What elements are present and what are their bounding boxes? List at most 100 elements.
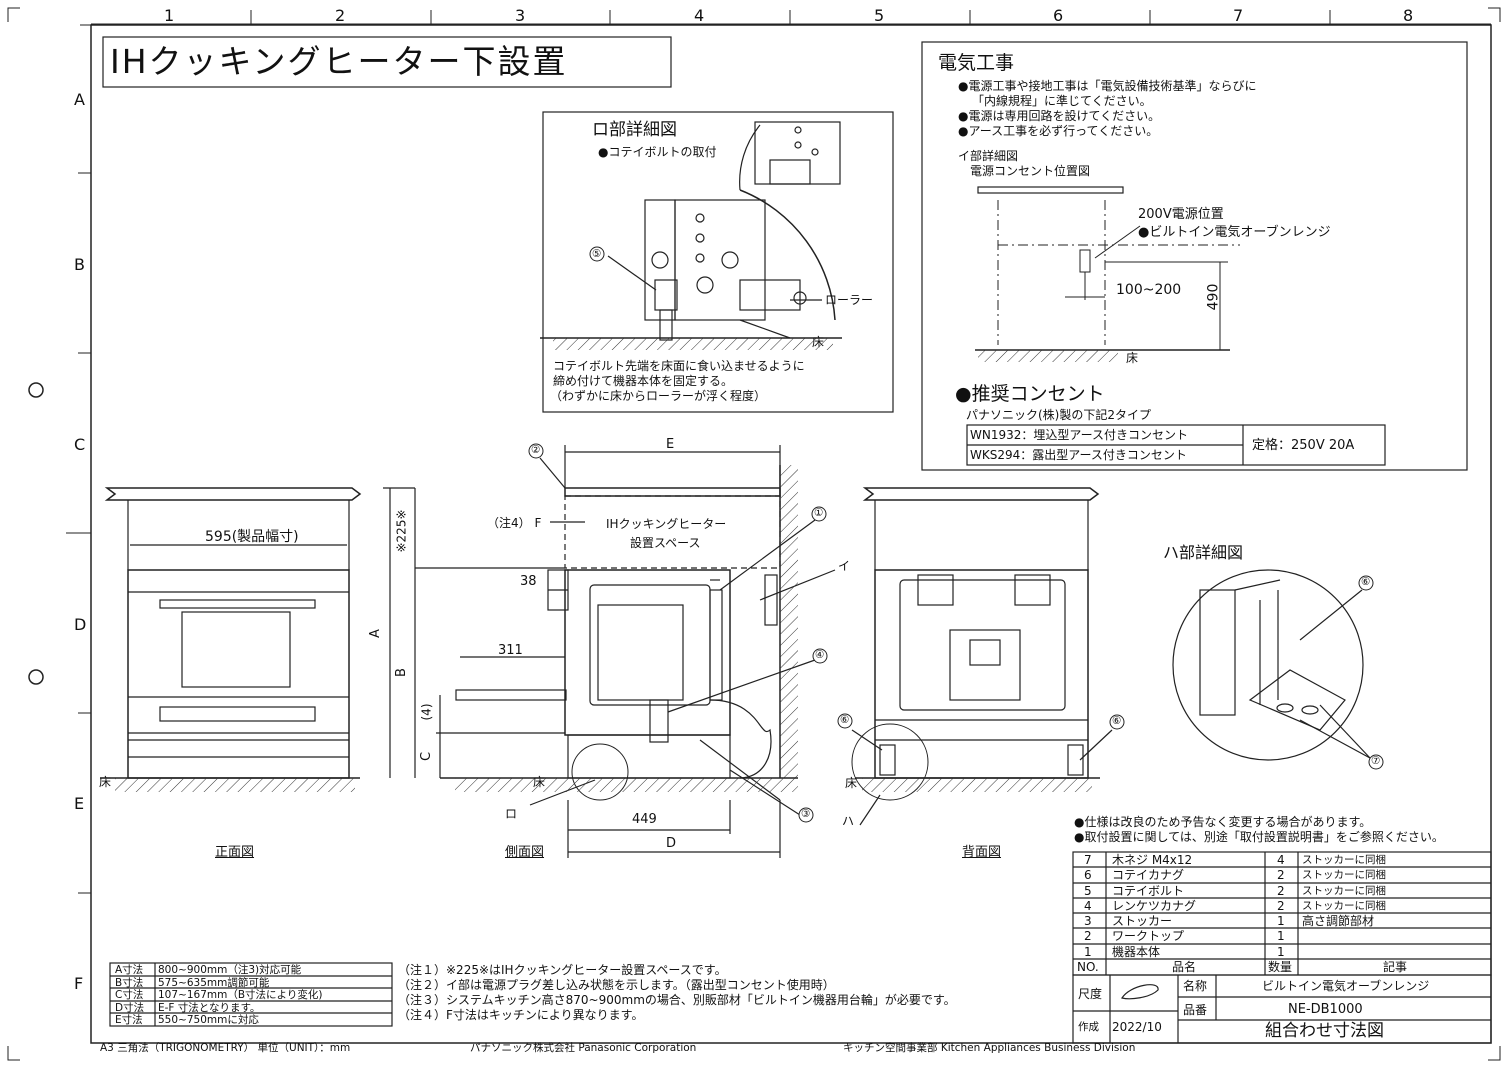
side-dim-d: D <box>666 836 677 851</box>
part-no: 3 <box>1084 914 1092 928</box>
side-dim-225: ※225※ <box>394 509 409 553</box>
part-no: 2 <box>1084 929 1092 943</box>
header-qty: 数量 <box>1268 960 1293 974</box>
recommended-sub: パナソニック(株)製の下記2タイプ <box>966 408 1151 422</box>
recommended-title: ●推奨コンセント <box>955 383 1105 405</box>
part-name: レンケツカナグ <box>1112 899 1197 913</box>
made-date: 2022/10 <box>1112 1020 1162 1034</box>
side-floor: 床 <box>533 775 546 789</box>
header-no: NO. <box>1077 960 1099 974</box>
part-no: 4 <box>1084 899 1092 913</box>
side-dim-e: E <box>666 437 675 452</box>
detail-ro-title: ロ部詳細図 <box>592 120 677 140</box>
callout-ha: ハ <box>842 814 855 828</box>
detail-ha-title: ハ部詳細図 <box>1163 543 1244 562</box>
header-note: 記事 <box>1383 960 1408 974</box>
part-qty: 1 <box>1277 945 1285 959</box>
power-position-label: 200V電源位置 <box>1138 207 1224 222</box>
footer-division: キッチン空間事業部 Kitchen Appliances Business Di… <box>843 1042 1136 1054</box>
part-qty: 1 <box>1277 914 1285 928</box>
grid-col-7: 7 <box>1233 6 1244 25</box>
callout-1: ① <box>814 507 824 519</box>
side-space-line-1: IHクッキングヒーター <box>606 517 727 531</box>
electrical-line-4: ●アース工事を必ず行ってください。 <box>958 124 1159 138</box>
part-name: 機器本体 <box>1112 945 1161 959</box>
electrical-line-1: ●電源工事や接地工事は「電気設備技術基準」ならびに <box>958 79 1257 93</box>
part-no: 1 <box>1084 945 1092 959</box>
part-name: コテイボルト <box>1112 884 1185 898</box>
side-view-drawing <box>383 445 836 858</box>
side-dim-c: C <box>419 751 435 762</box>
footer-company: パナソニック株式会社 Panasonic Corporation <box>470 1042 697 1054</box>
grid-col-3: 3 <box>515 6 526 25</box>
grid-col-8: 8 <box>1403 6 1414 25</box>
parts-table-grid <box>1072 851 1492 1044</box>
grid-row-a: A <box>74 90 85 109</box>
outlet-position-title: 電源コンセント位置図 <box>970 164 1091 178</box>
grid-row-f: F <box>74 974 84 993</box>
spec-note-1: ●仕様は改良のため予告なく変更する場合があります。 <box>1074 815 1372 829</box>
callout-6-left: ⑥ <box>840 714 850 726</box>
callout-3: ③ <box>801 808 811 820</box>
side-dim-38: 38 <box>520 574 537 589</box>
outlet-rating: 定格：250V 20A <box>1252 438 1355 453</box>
detail-ro-note-2: 締め付けて機器本体を固定する。 <box>553 374 734 388</box>
footnote-2: （注２）イ部は電源プラグ差し込み状態を示します。（露出型コンセント使用時） <box>398 978 835 992</box>
dim-value: 575~635mm調節可能 <box>158 977 270 989</box>
dim-value: 107~167mm（B寸法により変化) <box>158 989 323 1001</box>
detail-ro-note-1: コテイボルト先端を床面に食い込ませるように <box>553 359 805 373</box>
side-view-label: 側面図 <box>505 845 545 860</box>
side-dim-449: 449 <box>632 812 657 827</box>
grid-col-5: 5 <box>874 6 885 25</box>
name-label: 名称 <box>1183 979 1208 993</box>
front-width-dim: 595(製品幅寸) <box>205 529 299 545</box>
outlet-wn1932: WN1932：埋込型アース付きコンセント <box>970 428 1189 442</box>
back-view-drawing <box>851 487 1113 826</box>
dim-key: C寸法 <box>115 989 144 1001</box>
grid-col-2: 2 <box>335 6 346 25</box>
dim-490: 490 <box>1205 283 1222 311</box>
side-dim-a: A <box>367 629 383 638</box>
made-label: 作成 <box>1078 1021 1099 1033</box>
part-note: ストッカーに同梱 <box>1302 885 1386 897</box>
part-value: NE-DB1000 <box>1288 1002 1363 1017</box>
part-qty: 1 <box>1277 929 1285 943</box>
drawing-title: 組合わせ寸法図 <box>1265 1021 1384 1041</box>
detail-ha-drawing <box>1172 569 1371 761</box>
dim-key: B寸法 <box>115 977 144 989</box>
dim-100-200: 100~200 <box>1116 282 1182 298</box>
dim-key: D寸法 <box>115 1002 145 1014</box>
spec-note-2: ●取付設置に関しては、別途「取付設置説明書」をご参照ください。 <box>1074 830 1444 844</box>
part-no: 7 <box>1084 853 1092 867</box>
grid-row-c: C <box>74 435 86 454</box>
grid-col-4: 4 <box>694 6 705 25</box>
detail-i-title: イ部詳細図 <box>958 149 1019 163</box>
part-note: ストッカーに同梱 <box>1302 854 1386 866</box>
electrical-line-3: ●電源は専用回路を設けてください。 <box>958 109 1161 123</box>
callout-ro: ロ <box>505 807 518 821</box>
front-view-label: 正面図 <box>215 845 255 860</box>
footnote-4: （注４）F寸法はキッチンにより異なります。 <box>398 1008 644 1022</box>
callout-7-detail: ⑦ <box>1371 755 1381 767</box>
part-no: 5 <box>1084 884 1092 898</box>
grid-col-1: 1 <box>164 6 175 25</box>
grid-row-e: E <box>74 794 85 813</box>
part-note: ストッカーに同梱 <box>1302 900 1386 912</box>
side-dim-f: （注4） F <box>487 516 542 530</box>
dim-value: 550~750mmに対応 <box>158 1014 259 1026</box>
front-floor: 床 <box>99 775 112 789</box>
part-label: 品番 <box>1183 1003 1208 1017</box>
callout-2: ② <box>531 444 541 456</box>
footnote-3: （注３）システムキッチン高さ870~900mmの場合、別販部材「ビルトイン機器用… <box>398 993 956 1007</box>
grid-row-d: D <box>74 615 87 634</box>
roller-label: ローラー <box>825 293 874 307</box>
side-space-line-2: 設置スペース <box>630 536 701 550</box>
header-name: 品名 <box>1172 960 1197 974</box>
detail-ro-bullet: ●コテイボルトの取付 <box>598 145 717 159</box>
part-name: ワークトップ <box>1112 929 1185 943</box>
name-value: ビルトイン電気オーブンレンジ <box>1262 979 1430 993</box>
side-dim-4: (4) <box>419 703 434 721</box>
dim-key: E寸法 <box>115 1014 143 1026</box>
part-name: ストッカー <box>1112 914 1173 928</box>
part-note: 高さ調節部材 <box>1302 914 1375 928</box>
